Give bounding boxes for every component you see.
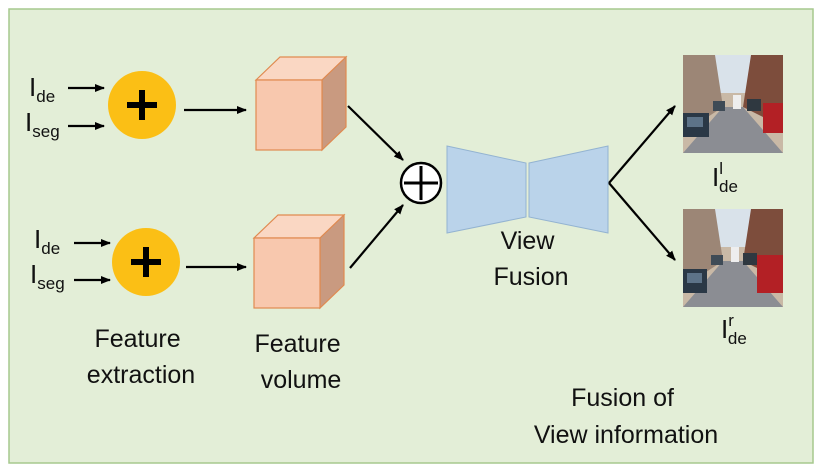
view-fusion-network-icon (446, 145, 609, 234)
feature-add-bottom-icon (112, 228, 180, 296)
input-ide-bottom-label: Ide (34, 224, 60, 258)
input-iseg-top-label: Iseg (25, 107, 60, 141)
fusion-of-view-information-label: Fusion of View information (534, 384, 718, 449)
volume-bottom-to-concat-arrow (349, 204, 404, 269)
feature-volume-top-cube-icon (254, 55, 348, 152)
feature-extraction-label: Feature extraction (87, 325, 195, 389)
feature-add-top-icon (108, 71, 176, 139)
right-view-output-image (683, 209, 783, 307)
input-ide-top-label: Ide (29, 72, 55, 106)
fusion-to-right-output-arrow (608, 182, 676, 261)
fusion-to-left-output-arrow (608, 105, 676, 184)
feature-volume-label: Feature volume (254, 330, 347, 394)
left-view-output-image (683, 55, 783, 153)
view-fusion-label: View Fusion (493, 227, 568, 291)
concat-operator-icon (399, 161, 443, 205)
feature-volume-bottom-cube-icon (252, 213, 346, 310)
volume-top-to-concat-arrow (347, 105, 404, 161)
input-iseg-bottom-label: Iseg (30, 259, 65, 293)
